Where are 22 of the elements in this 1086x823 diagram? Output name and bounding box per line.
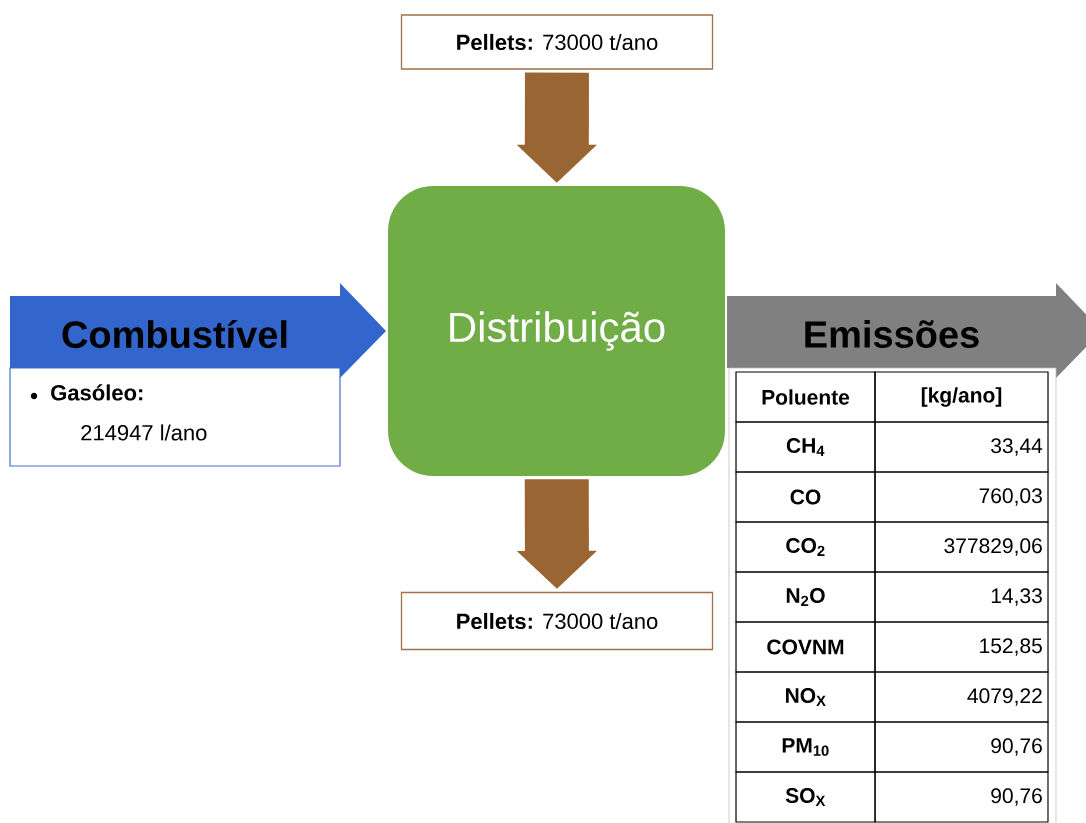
table-cell: 377829,06: [874, 521, 1049, 573]
table-cell: SO$_{X}$: [735, 771, 876, 823]
flow-box: Pellets: 73000 t/ano: [400, 591, 714, 651]
table-cell: 152,85: [874, 621, 1049, 673]
table-cell: CO$_{2}$: [735, 521, 876, 573]
table-cell: N$_{2}$O: [735, 571, 876, 623]
table-cell: 14,33: [874, 571, 1049, 623]
table-cell: COVNM: [735, 621, 876, 673]
table-cell: 90,76: [874, 771, 1049, 823]
table-cell: 4079,22: [874, 671, 1049, 723]
table-cell: 90,76: [874, 721, 1049, 773]
table-cell: PM$_{10}$: [735, 721, 876, 773]
table-cell: [kg/ano]: [874, 371, 1049, 423]
table-cell: Poluente: [735, 371, 876, 423]
flow-box: Pellets: 73000 t/ano: [400, 14, 714, 70]
process-box: Distribuição: [388, 186, 725, 476]
table-cell: 760,03: [874, 471, 1049, 523]
table-cell: CO: [735, 471, 876, 523]
table-cell: 33,44: [874, 421, 1049, 473]
fuel-box: Gasóleo: 214947 l/ano: [9, 367, 341, 467]
table-cell: NO$_{X}$: [735, 671, 876, 723]
table-cell: CH$_{4}$: [735, 421, 876, 473]
